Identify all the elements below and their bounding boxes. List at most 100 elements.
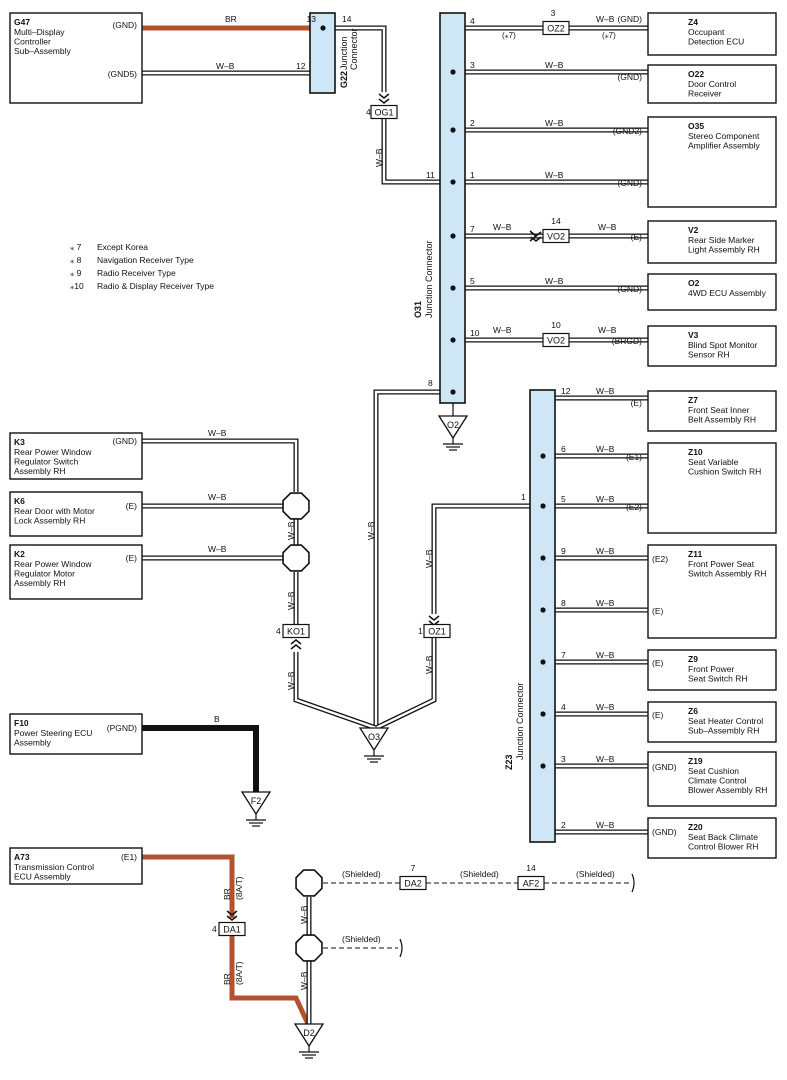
z4-name-0: Occupant [688, 27, 725, 37]
wire-label-wb: W–B [596, 702, 615, 712]
ground-o3-label: O3 [368, 732, 380, 742]
pin-vo2-b: 10 [551, 320, 561, 330]
ground-o2 [437, 415, 469, 440]
pin-oz1: 1 [418, 626, 423, 636]
box-z20 [647, 817, 777, 859]
box-v3 [647, 325, 777, 367]
z7-code: Z7 [688, 395, 698, 405]
box-z19 [647, 751, 777, 807]
wire-label-wb: W–B [366, 521, 376, 540]
connector-vo2-b-label: VO2 [547, 336, 565, 346]
wire-label-wb: W–B [424, 655, 434, 674]
arrow-ko1 [290, 644, 302, 650]
connector-da1 [218, 921, 246, 937]
legend-mark-1: ⁎ 7 [70, 242, 82, 252]
legend-text-4: Radio & Display Receiver Type [97, 281, 214, 291]
legend-text-2: Navigation Receiver Type [97, 255, 194, 265]
wire-label-br: BR [222, 973, 232, 985]
z7-name-0: Front Seat Inner [688, 405, 750, 415]
pin-g22-13: 13 [307, 14, 317, 24]
pin-g22-12: 12 [296, 61, 306, 71]
wire-label-wb: W–B [545, 118, 564, 128]
arrow-vo2-a2 [529, 230, 538, 242]
arrow-ko1 [290, 639, 302, 645]
splice-k2 [282, 544, 310, 572]
g47-name-1: Controller [14, 37, 51, 47]
wire-label-wb: W–B [596, 546, 615, 556]
junction-connector-o31: O31 Junction Connector [413, 12, 466, 404]
break-mark-1 [631, 873, 635, 893]
legend-mark-3: ⁎ 9 [70, 268, 82, 278]
pin-da1: 4 [212, 924, 217, 934]
pin-z23-12: 12 [561, 386, 571, 396]
wire-label-8at: (8A/T) [234, 961, 244, 985]
junction-dot [540, 607, 546, 613]
wire-label-wb: W–B [493, 325, 512, 335]
pin-o31-8: 8 [428, 378, 433, 388]
z11-name-1: Switch Assembly RH [688, 569, 766, 579]
connector-og1 [370, 104, 398, 120]
connector-af2-label: AF2 [523, 879, 540, 889]
junction-dot [540, 555, 546, 561]
o2-pin-0: (GND) [617, 284, 642, 294]
wire-label-8at: (8A/T) [234, 876, 244, 900]
connector-vo2-a [542, 228, 570, 244]
junction-dot [540, 503, 546, 509]
break-mark-2 [399, 938, 403, 958]
wire-label-wb: W–B [598, 325, 617, 335]
wire-label-wb: W–B [374, 148, 384, 167]
z19-code: Z19 [688, 756, 703, 766]
junction-dot [450, 69, 456, 75]
v3-name-1: Sensor RH [688, 350, 730, 360]
junction-dot [540, 711, 546, 717]
z7-name-1: Belt Assembly RH [688, 415, 756, 425]
wire-label-wb: W–B [286, 521, 296, 540]
box-o22 [647, 64, 777, 104]
z11-name-0: Front Power Seat [688, 559, 755, 569]
connector-da1-label: DA1 [223, 925, 241, 935]
wb-wire-z23-1 [431, 503, 530, 614]
junction-connector-g22: G22 Junction Connector [309, 12, 359, 94]
connector-ko1 [282, 623, 310, 639]
wire-label-b: B [214, 714, 220, 724]
box-k3 [9, 432, 143, 480]
v3-pin-0: (BRGD) [612, 336, 642, 346]
f10-name-0: Power Steering ECU [14, 728, 92, 738]
g22-code: G22 [339, 71, 349, 88]
splices [282, 492, 323, 962]
z6-name-0: Seat Heater Control [688, 716, 763, 726]
o22-code: O22 [688, 69, 704, 79]
br-wire-da1-d2 [229, 936, 311, 1026]
wire-label-wb: W–B [424, 549, 434, 568]
pin-o31-3: 3 [470, 60, 475, 70]
k2-name-0: Rear Power Window [14, 559, 92, 569]
z9-name-0: Front Power [688, 664, 734, 674]
legend-text-3: Radio Receiver Type [97, 268, 176, 278]
z6-pin-0: (E) [652, 710, 664, 720]
pin-o31-2: 2 [470, 118, 475, 128]
junction-dot [540, 453, 546, 459]
g47-name-0: Multi–Display [14, 27, 65, 37]
f10-code: F10 [14, 718, 29, 728]
wb-wire-ko1-o3-core [294, 652, 377, 730]
wire-label-wb: W–B [299, 971, 309, 990]
connector-ko1-label: KO1 [287, 627, 305, 637]
z11-pin-0: (E2) [652, 554, 668, 564]
z4-pin-0: (GND) [617, 14, 642, 24]
z9-name-1: Seat Switch RH [688, 674, 748, 684]
connector-vo2-a-label: VO2 [547, 232, 565, 242]
a73-name-0: Transmission Control [14, 862, 94, 872]
wire-label-wb: W–B [208, 492, 227, 502]
o31-code: O31 [413, 301, 423, 318]
a73-pin-0: (E1) [121, 852, 137, 862]
wire-label-wb: W–B [596, 650, 615, 660]
v2-name-0: Rear Side Marker [688, 235, 755, 245]
wire-label-wb: W–B [596, 386, 615, 396]
connector-og1-label: OG1 [374, 108, 393, 118]
legend-mark-4: ⁎10 [70, 281, 84, 291]
z4-name-1: Detection ECU [688, 37, 744, 47]
o22-name-0: Door Control [688, 79, 736, 89]
arrow-og1 [378, 93, 390, 99]
z10-name-0: Seat Variable [688, 457, 739, 467]
v2-name-1: Light Assembly RH [688, 245, 760, 255]
